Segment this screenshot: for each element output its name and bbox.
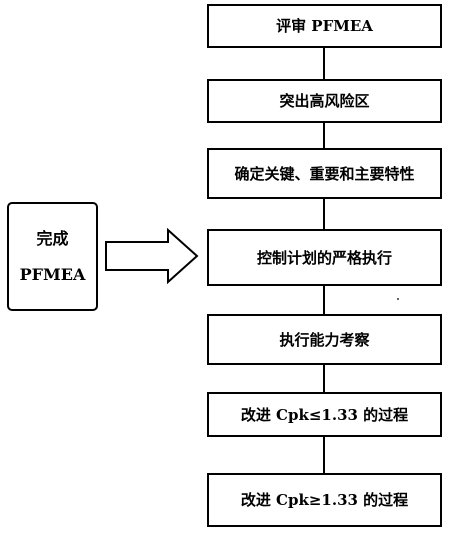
flow-connector-line: [323, 199, 325, 229]
step-label: 执行能力考察: [279, 330, 370, 349]
step-label: 评审 PFMEA: [276, 17, 373, 35]
flow-connector-line: [323, 365, 325, 392]
step-label: 改进 Cpk≥1.33 的过程: [240, 491, 409, 509]
source-label-line1: 完成: [36, 229, 69, 249]
step-box-review-pfmea: 评审 PFMEA: [207, 4, 442, 48]
scan-speck: [397, 298, 399, 300]
step-box-improve-cpk-le: 改进 Cpk≤1.33 的过程: [207, 392, 442, 437]
right-arrow-icon: [105, 228, 199, 284]
step-box-highlight-high-risk: 突出高风险区: [207, 79, 442, 123]
step-box-capability-study: 执行能力考察: [207, 314, 442, 365]
flow-connector-line: [323, 286, 325, 314]
source-box-complete-pfmea: 完成 PFMEA: [7, 202, 98, 311]
flow-connector-line: [323, 437, 325, 473]
step-label: 改进 Cpk≤1.33 的过程: [240, 405, 409, 424]
source-label-line2: PFMEA: [19, 264, 86, 284]
step-box-improve-cpk-ge: 改进 Cpk≥1.33 的过程: [207, 473, 442, 527]
flow-connector-line: [323, 123, 325, 148]
step-box-determine-characteristics: 确定关键、重要和主要特性: [207, 148, 442, 199]
flow-connector-line: [323, 48, 325, 79]
step-label: 控制计划的严格执行: [256, 248, 392, 267]
step-label: 突出高风险区: [279, 92, 370, 110]
step-label: 确定关键、重要和主要特性: [234, 164, 415, 183]
step-box-control-plan-execution: 控制计划的严格执行: [207, 229, 442, 286]
